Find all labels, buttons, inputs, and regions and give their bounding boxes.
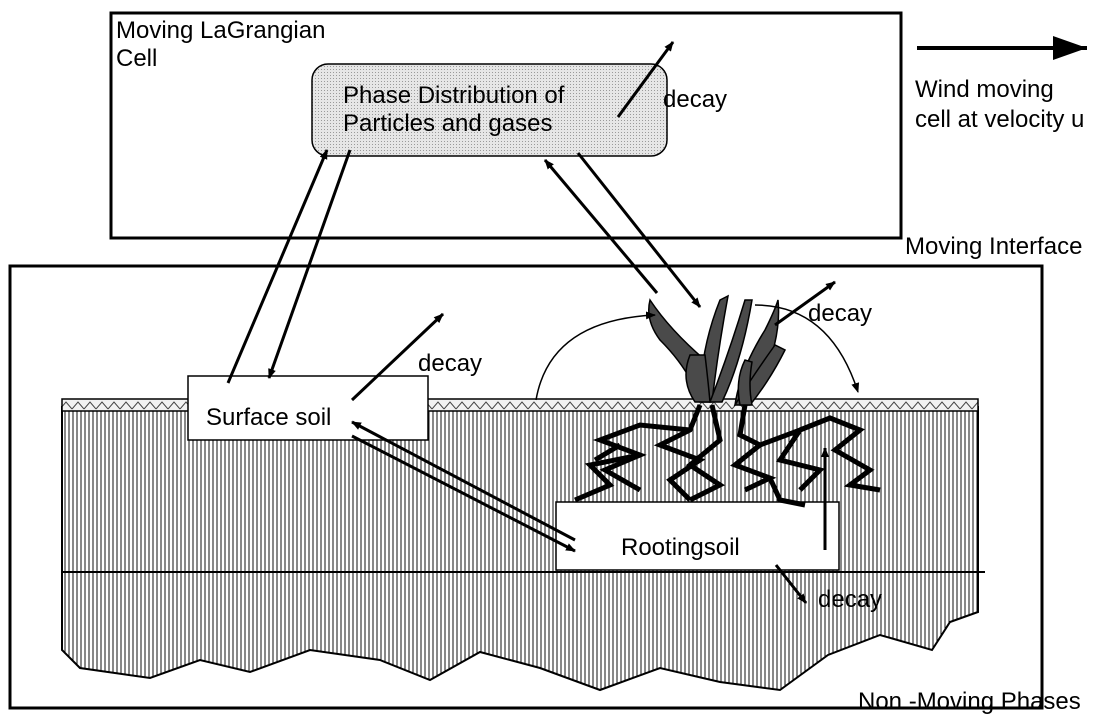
- phase-distribution-label: Phase Distribution of Particles and gase…: [343, 82, 564, 138]
- decay-surface-label: decay: [418, 350, 482, 378]
- moving-interface-label: Moving Interface: [905, 233, 1082, 261]
- cell-label: Moving LaGrangian Cell: [116, 17, 325, 73]
- phase-line2: Particles and gases: [343, 110, 564, 138]
- soil-body: [62, 407, 978, 690]
- surface-soil-label: Surface soil: [206, 404, 331, 432]
- decay-plant-label: decay: [808, 300, 872, 328]
- cell-label-line2: Cell: [116, 45, 325, 73]
- decay-cell-label: decay: [663, 86, 727, 114]
- cell-label-line1: Moving LaGrangian: [116, 17, 325, 45]
- wind-line1: Wind moving: [915, 75, 1084, 105]
- phase-line1: Phase Distribution of: [343, 82, 564, 110]
- wind-line2: cell at velocity u: [915, 105, 1084, 135]
- rooting-soil-label: Rootingsoil: [621, 534, 740, 562]
- decay-rooting-label: decay: [818, 586, 882, 614]
- non-moving-phases-label: Non -Moving Phases: [858, 688, 1081, 716]
- wind-label: Wind moving cell at velocity u: [915, 75, 1084, 135]
- plant-leaves: [649, 296, 785, 405]
